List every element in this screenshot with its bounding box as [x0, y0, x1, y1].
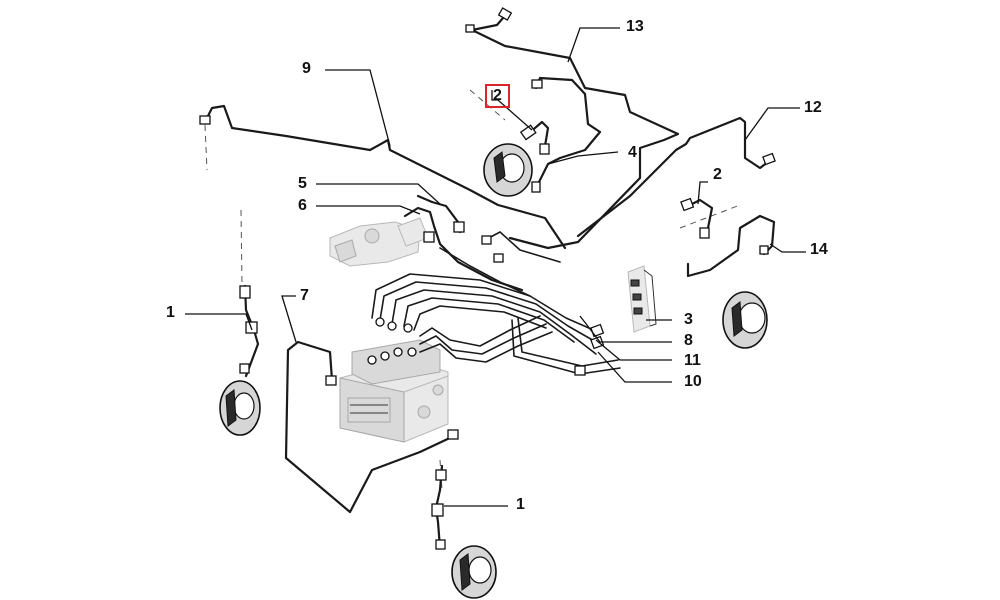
callout-11: 11: [684, 352, 701, 369]
engine-bay-outline-icon: [329, 217, 429, 267]
pipe-5-and-6: [403, 194, 531, 297]
callout-6: 6: [298, 197, 307, 214]
callout-8: 8: [684, 332, 693, 349]
brake-hose-bottom: [431, 464, 447, 550]
reference-dash-lines: [204, 89, 741, 491]
callout-4: 4: [628, 144, 637, 161]
callout-14: 14: [810, 241, 828, 258]
brake-hose-icon: [519, 76, 602, 193]
callout-1-left: 1: [166, 304, 175, 321]
pipe-14: [686, 214, 776, 278]
brake-hose-left: [239, 284, 260, 378]
callout-1-bottom: 1: [516, 496, 525, 513]
leader-lines: [185, 27, 806, 507]
abs-unit-icon: [339, 339, 449, 443]
callout-9: 9: [302, 60, 311, 77]
brake-hose-right: [680, 197, 714, 239]
callout-10: 10: [684, 373, 702, 390]
pipe-12: [576, 116, 776, 238]
pipe-9: [199, 104, 567, 250]
callout-5: 5: [298, 175, 307, 192]
junction-block-icon: [627, 265, 657, 333]
pipe-13: [465, 7, 680, 250]
callout-2-highlighted: 2: [485, 84, 510, 108]
callout-3: 3: [684, 311, 693, 328]
callout-2-right: 2: [713, 166, 722, 183]
brake-disc-icon: [219, 143, 768, 599]
callout-7: 7: [300, 287, 309, 304]
callout-12: 12: [804, 99, 822, 116]
pipe-7: [284, 340, 459, 514]
callout-13: 13: [626, 18, 644, 35]
pipe-bundle: [371, 231, 621, 376]
